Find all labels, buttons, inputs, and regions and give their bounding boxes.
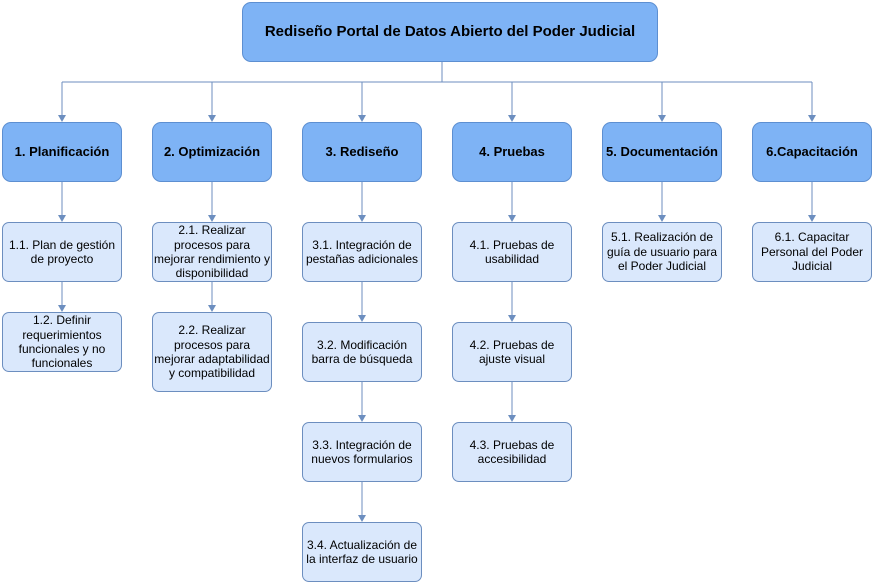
task-node-3-2: 3.2. Modificación barra de búsqueda bbox=[302, 322, 422, 382]
task-node-4-2: 4.2. Pruebas de ajuste visual bbox=[452, 322, 572, 382]
phase-node-optimizacion: 2. Optimización bbox=[152, 122, 272, 182]
task-node-2-1: 2.1. Realizar procesos para mejorar rend… bbox=[152, 222, 272, 282]
phase-node-planificacion: 1. Planificación bbox=[2, 122, 122, 182]
phase-node-rediseno: 3. Rediseño bbox=[302, 122, 422, 182]
task-node-4-3: 4.3. Pruebas de accesibilidad bbox=[452, 422, 572, 482]
phase-label: 3. Rediseño bbox=[325, 144, 399, 160]
phase-node-documentacion: 5. Documentación bbox=[602, 122, 722, 182]
phase-label: 2. Optimización bbox=[163, 144, 261, 160]
task-label: 4.3. Pruebas de accesibilidad bbox=[469, 437, 555, 466]
task-node-3-3: 3.3. Integración de nuevos formularios bbox=[302, 422, 422, 482]
task-label: 3.4. Actualización de la interfaz de usu… bbox=[306, 537, 418, 566]
phase-node-pruebas: 4. Pruebas bbox=[452, 122, 572, 182]
task-node-5-1: 5.1. Realización de guía de usuario para… bbox=[602, 222, 722, 282]
task-node-3-1: 3.1. Integración de pestañas adicionales bbox=[302, 222, 422, 282]
task-node-1-2: 1.2. Definir requerimientos funcionales … bbox=[2, 312, 122, 372]
task-label: 4.2. Pruebas de ajuste visual bbox=[469, 337, 555, 366]
task-label: 4.1. Pruebas de usabilidad bbox=[469, 237, 555, 266]
task-label: 3.3. Integración de nuevos formularios bbox=[311, 437, 413, 466]
phase-node-capacitacion: 6.Capacitación bbox=[752, 122, 872, 182]
phase-label: 4. Pruebas bbox=[479, 144, 545, 160]
phase-label: 6.Capacitación bbox=[766, 144, 858, 160]
task-label: 3.1. Integración de pestañas adicionales bbox=[305, 237, 419, 266]
task-label: 6.1. Capacitar Personal del Poder Judici… bbox=[760, 230, 864, 274]
connector-lines bbox=[58, 62, 816, 522]
task-label: 2.2. Realizar procesos para mejorar adap… bbox=[154, 323, 270, 381]
task-label: 3.2. Modificación barra de búsqueda bbox=[311, 337, 413, 366]
phase-label: 5. Documentación bbox=[606, 144, 718, 160]
task-label: 1.2. Definir requerimientos funcionales … bbox=[18, 313, 106, 371]
task-node-3-4: 3.4. Actualización de la interfaz de usu… bbox=[302, 522, 422, 582]
task-node-1-1: 1.1. Plan de gestión de proyecto bbox=[2, 222, 122, 282]
root-node: Rediseño Portal de Datos Abierto del Pod… bbox=[242, 2, 658, 62]
task-label: 2.1. Realizar procesos para mejorar rend… bbox=[153, 223, 271, 281]
task-node-4-1: 4.1. Pruebas de usabilidad bbox=[452, 222, 572, 282]
task-label: 5.1. Realización de guía de usuario para… bbox=[606, 230, 718, 274]
task-node-2-2: 2.2. Realizar procesos para mejorar adap… bbox=[152, 312, 272, 392]
task-label: 1.1. Plan de gestión de proyecto bbox=[8, 237, 116, 266]
root-label: Rediseño Portal de Datos Abierto del Pod… bbox=[264, 23, 636, 40]
phase-label: 1. Planificación bbox=[14, 144, 110, 160]
task-node-6-1: 6.1. Capacitar Personal del Poder Judici… bbox=[752, 222, 872, 282]
